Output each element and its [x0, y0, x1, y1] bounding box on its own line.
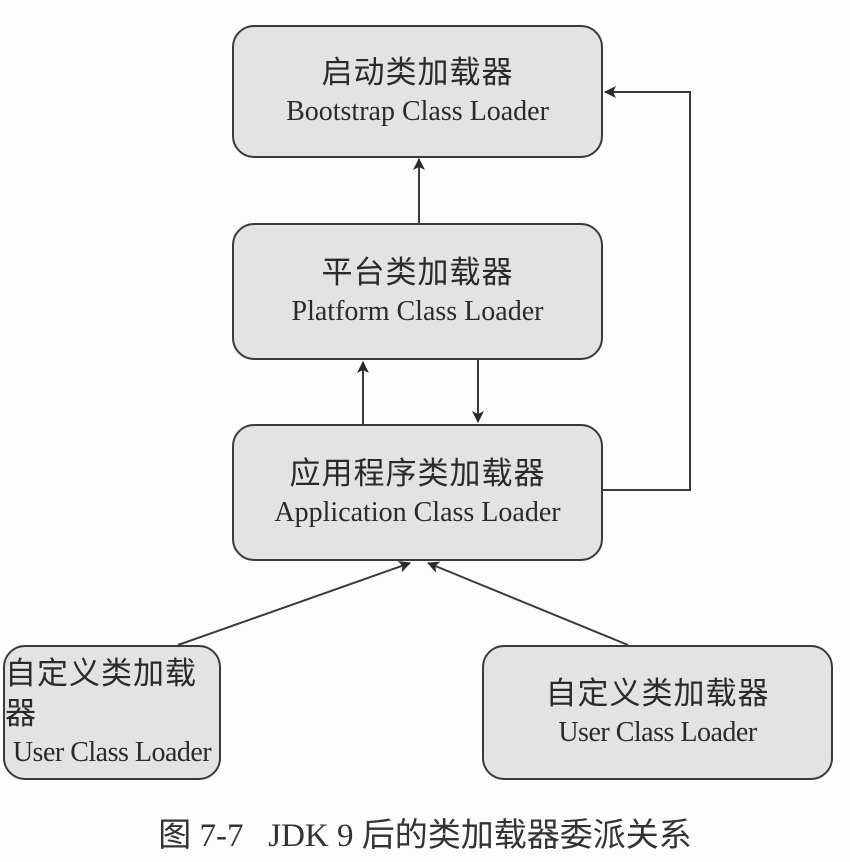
node-title-zh: 应用程序类加载器 [289, 455, 546, 491]
node-title-zh: 平台类加载器 [321, 254, 514, 290]
node-title-en: Platform Class Loader [291, 295, 544, 327]
node-title-zh: 启动类加载器 [321, 54, 514, 90]
arrow-user-right-to-application [427, 561, 629, 646]
node-user-class-loader-left: 自定义类加载器 User Class Loader [3, 645, 221, 780]
node-user-class-loader-right: 自定义类加载器 User Class Loader [482, 645, 833, 780]
node-bootstrap-class-loader: 启动类加载器 Bootstrap Class Loader [232, 25, 603, 158]
node-title-en: Application Class Loader [274, 496, 561, 528]
node-platform-class-loader: 平台类加载器 Platform Class Loader [232, 223, 603, 360]
arrow-application-to-bootstrap [603, 86, 691, 491]
arrow-user-left-to-application [177, 561, 411, 646]
figure-caption: 图 7-7 JDK 9 后的类加载器委派关系 [158, 818, 692, 854]
node-title-en: Bootstrap Class Loader [286, 95, 549, 127]
node-title-en: User Class Loader [12, 736, 212, 768]
node-title-zh: 自定义类加载器 [5, 655, 197, 731]
node-title-en: User Class Loader [558, 716, 757, 748]
node-application-class-loader: 应用程序类加载器 Application Class Loader [232, 424, 603, 561]
node-title-zh: 自定义类加载器 [545, 675, 770, 711]
